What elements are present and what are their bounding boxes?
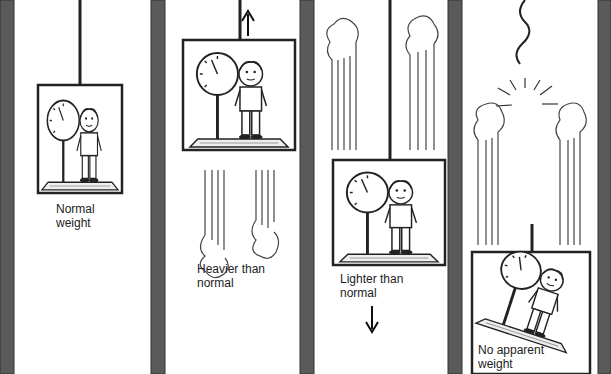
elevator-car-at-rest: [79, 0, 82, 85]
speed-lines: [261, 170, 262, 225]
state-label: Lighter than normal: [340, 272, 416, 300]
elevator-car-accelerating-down: [340, 173, 438, 262]
shaft-walls: [448, 0, 462, 374]
speed-lines: [573, 138, 574, 245]
up-arrow: [242, 11, 254, 21]
snap-burst: [498, 88, 510, 95]
elevator-car-free-fall: [516, 0, 529, 64]
elevator-car-accelerating-up: [183, 0, 295, 278]
elevator-car-free-fall: [472, 0, 592, 374]
snap-burst: [542, 103, 558, 104]
speed-lines: [223, 170, 224, 250]
shaft-walls: [598, 0, 611, 374]
speed-lines: [343, 58, 344, 150]
speed-lines: [474, 103, 586, 245]
elevator-car-at-rest: [38, 85, 122, 193]
speed-lines: [200, 170, 228, 278]
speed-lines: [556, 103, 586, 245]
shaft-walls: [300, 0, 314, 374]
speed-lines: [417, 52, 418, 150]
speed-lines: [200, 170, 278, 278]
elevator-car-at-rest: [42, 101, 118, 190]
state-label: Normal weight: [56, 202, 118, 230]
snap-burst: [534, 80, 540, 90]
state-label: Heavier than normal: [197, 262, 277, 290]
speed-lines: [327, 18, 358, 150]
snap-burst: [496, 78, 558, 106]
speed-lines: [327, 16, 438, 150]
speed-lines: [485, 140, 486, 245]
down-arrow: [371, 306, 373, 329]
down-arrow: [366, 306, 378, 332]
speed-lines: [211, 170, 212, 240]
elevator-car-accelerating-down: [389, 0, 392, 160]
speed-lines: [217, 170, 218, 245]
elevator-car-accelerating-up: [183, 40, 295, 150]
elevator-car-accelerating-down: [333, 160, 445, 265]
snap-burst: [510, 80, 516, 90]
elevator-car-free-fall: [531, 224, 534, 252]
up-arrow: [242, 11, 254, 36]
speed-lines: [425, 50, 426, 150]
speed-lines: [273, 170, 274, 222]
state-label: No apparent weight: [478, 343, 568, 371]
speed-lines: [267, 170, 268, 228]
up-arrow: [247, 14, 249, 36]
speed-lines: [406, 16, 438, 150]
speed-lines: [252, 170, 279, 258]
snap-burst: [524, 78, 525, 88]
elevator-car-free-fall: [476, 245, 592, 353]
elevator-car-at-rest: [38, 0, 122, 193]
elevator-car-accelerating-down: [327, 0, 445, 332]
speed-lines: [491, 138, 492, 245]
speed-lines: [337, 60, 338, 150]
shaft-walls: [0, 0, 14, 374]
elevator-car-accelerating-up: [190, 53, 288, 147]
speed-lines: [474, 103, 504, 245]
elevator-car-accelerating-up: [239, 0, 242, 40]
down-arrow: [366, 322, 378, 332]
snap-burst: [540, 86, 552, 95]
speed-lines: [349, 56, 350, 150]
speed-lines: [567, 140, 568, 245]
shaft-walls: [151, 0, 165, 374]
